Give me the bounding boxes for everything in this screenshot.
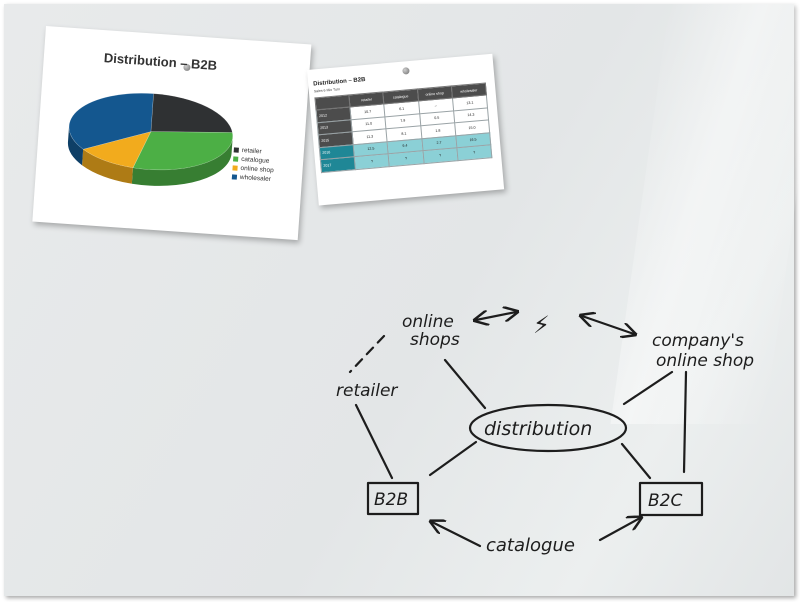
arrow-online-shops-lightning — [476, 312, 516, 320]
pie-chart — [67, 93, 233, 186]
link-company-shop-b2c — [682, 370, 688, 474]
arrow-lightning-company-shop — [582, 316, 634, 334]
pie-side-catalogue — [131, 137, 233, 186]
b2b-label: B2B — [374, 490, 408, 510]
company-online-shop-label-line1: company's — [652, 331, 744, 351]
link-online-shops-retailer-dashed — [348, 334, 386, 374]
online-shops-label-line2: shops — [410, 330, 460, 350]
arrow-catalogue-b2b — [432, 522, 482, 548]
online-shops-label-line1: online — [402, 312, 454, 332]
distribution-label: distribution — [484, 418, 592, 440]
b2c-box — [638, 481, 704, 517]
catalogue-label: catalogue — [486, 535, 575, 556]
link-company-shop-distribution — [622, 370, 674, 406]
lightning-icon: ⚡ — [533, 311, 550, 339]
link-retailer-b2b — [354, 403, 394, 480]
link-distribution-b2c — [620, 442, 652, 480]
retailer-label: retailer — [336, 381, 398, 401]
link-distribution-b2b — [428, 440, 478, 477]
b2c-label: B2C — [648, 491, 682, 511]
pie-slice-retailer — [150, 93, 233, 133]
link-online-shops-distribution — [443, 358, 487, 410]
pie-slice-wholesaler — [68, 93, 154, 150]
pie-slice-catalogue — [132, 131, 233, 171]
arrow-catalogue-b2c — [598, 518, 640, 542]
b2b-box — [366, 481, 420, 516]
pie-slice-online-shop — [82, 131, 152, 169]
pie-side-wholesaler — [67, 125, 84, 166]
pie-side-online-shop — [82, 149, 133, 184]
company-online-shop-label-line2: online shop — [656, 351, 754, 371]
pie-chart-card: Distribution – B2B retailer catalogue on… — [32, 26, 312, 241]
distribution-node-outline — [468, 403, 628, 453]
